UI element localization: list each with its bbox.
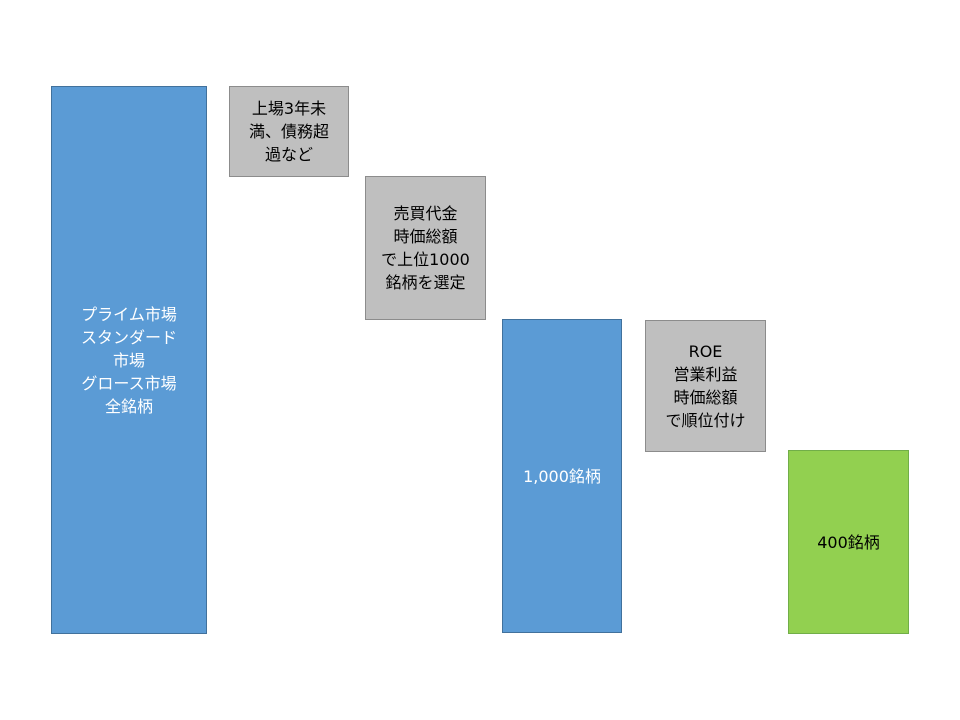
ranking-filter-label: ROE 営業利益 時価総額 で順位付け	[665, 342, 746, 430]
exclusion-filter-label: 上場3年未 満、債務超 過など	[248, 99, 329, 164]
selection-filter-box: 売買代金 時価総額 で上位1000 銘柄を選定	[365, 176, 486, 320]
top-1000-stocks-box: 1,000銘柄	[502, 319, 622, 633]
selection-filter-label: 売買代金 時価総額 で上位1000 銘柄を選定	[381, 204, 470, 292]
ranking-filter-box: ROE 営業利益 時価総額 で順位付け	[645, 320, 766, 452]
all-listed-stocks-box: プライム市場 スタンダード 市場 グロース市場 全銘柄	[51, 86, 207, 634]
final-400-stocks-box: 400銘柄	[788, 450, 909, 634]
final-400-stocks-label: 400銘柄	[817, 532, 880, 552]
all-listed-stocks-label: プライム市場 スタンダード 市場 グロース市場 全銘柄	[80, 304, 177, 416]
exclusion-filter-box: 上場3年未 満、債務超 過など	[229, 86, 349, 177]
top-1000-stocks-label: 1,000銘柄	[523, 466, 601, 486]
